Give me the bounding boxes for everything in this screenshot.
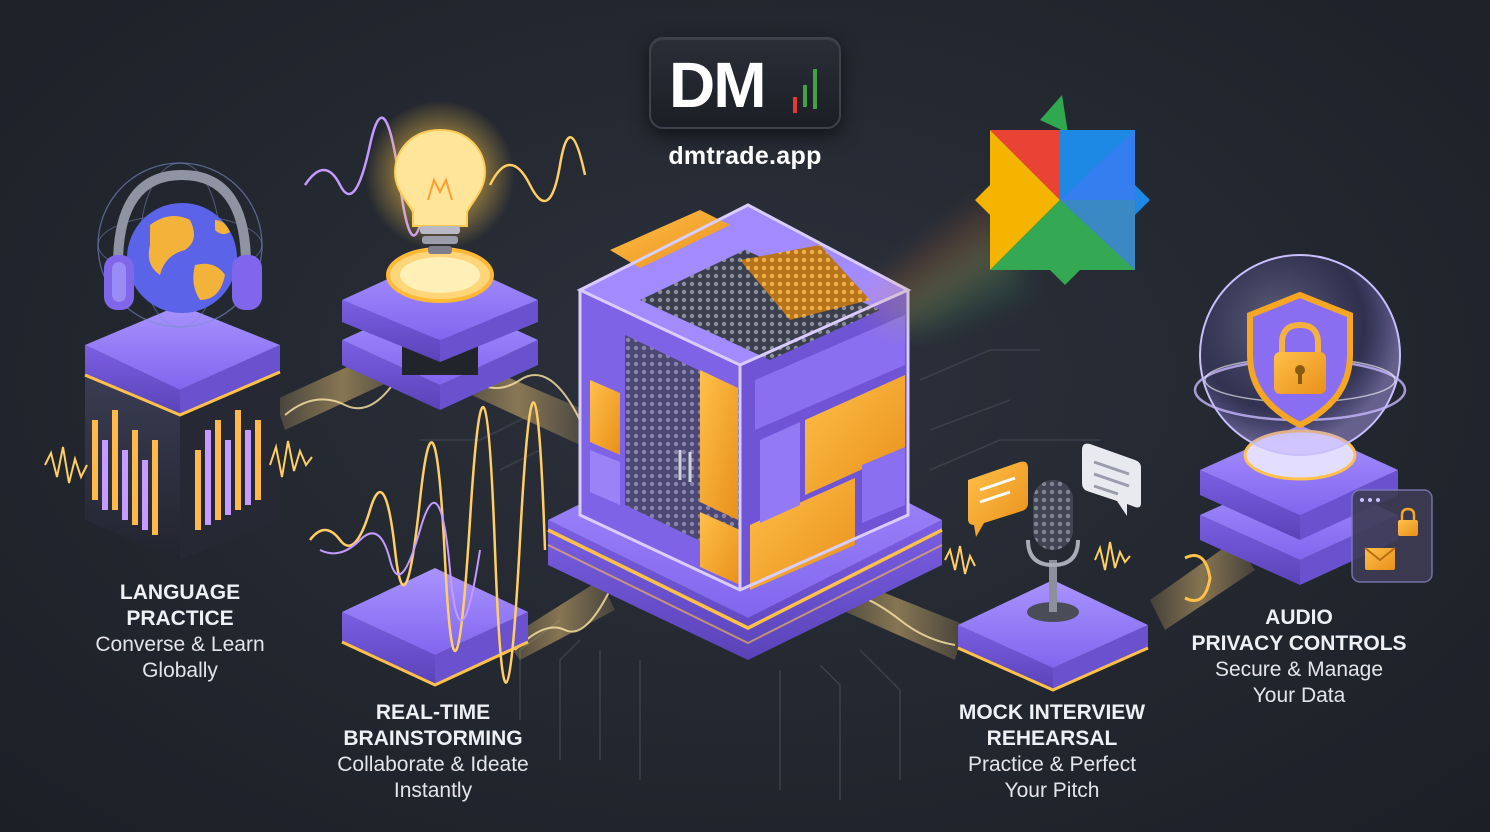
logo: DM [649,37,841,129]
feature-description: Secure & Manage [1214,658,1384,681]
feature-title: AUDIO [1265,606,1333,629]
feature-description: Your Data [1252,684,1346,707]
feature-mock-interview: MOCK INTERVIEW REHEARSAL Practice & Perf… [920,700,1184,804]
feature-description: Collaborate & Ideate [337,753,529,776]
feature-title: PRIVACY CONTROLS [1191,632,1407,655]
brainstorming-node [309,401,547,687]
secure-mail-icon [1351,489,1433,583]
chat-bubble-icon [968,461,1028,537]
feature-description: Converse & Learn [95,633,265,656]
globe-headphones-icon [97,162,263,328]
feature-title: MOCK INTERVIEW [958,701,1146,724]
language-practice-node [44,162,313,560]
feature-title: PRACTICE [126,607,234,630]
feature-description: Practice & Perfect [967,753,1137,776]
feature-language-practice: LANGUAGE PRACTICE Converse & Learn Globa… [60,580,300,684]
feature-title: LANGUAGE [119,581,241,604]
feature-audio-privacy: AUDIO PRIVACY CONTROLS Secure & Manage Y… [1160,605,1438,709]
lightbulb-icon [365,100,515,254]
feature-description: Your Pitch [1004,779,1100,802]
chat-bubble-icon [1082,443,1141,516]
candlestick-chart-icon [793,69,817,113]
feature-description: Globally [142,659,218,682]
feature-title: BRAINSTORMING [343,727,523,750]
color-cube-icon [860,95,1150,335]
feature-title: REAL-TIME [375,701,491,724]
mock-interview-node [944,443,1149,692]
logo-text: DM [669,49,767,121]
modular-cube-icon [576,203,912,592]
circuit-lines [420,349,1100,800]
microphone-icon [1026,480,1080,622]
site-url[interactable]: dmtrade.app [668,142,822,170]
shield-lock-icon [1193,254,1407,456]
audio-privacy-node [1184,254,1433,602]
feature-real-time-brainstorming: REAL-TIME BRAINSTORMING Collaborate & Id… [300,700,566,804]
feature-description: Instantly [393,779,473,802]
lightbulb-node [303,100,587,410]
feature-title: REHEARSAL [986,727,1118,750]
equalizer-bars [92,410,261,535]
